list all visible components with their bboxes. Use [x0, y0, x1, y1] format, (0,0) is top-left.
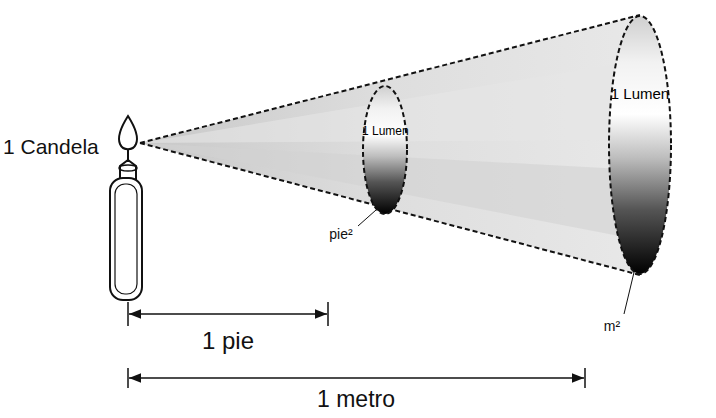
area-ellipse [363, 86, 407, 214]
light-cone [140, 15, 640, 275]
dimension-tick [584, 368, 586, 388]
source-label: 1 Candela [3, 135, 99, 159]
lumen-area: 1 Lumen [362, 85, 408, 215]
dimension-tick [327, 302, 329, 326]
lumen-label: 1 Lumen [362, 124, 408, 138]
wick-holder [119, 165, 137, 171]
area-ellipse [362, 85, 408, 215]
area-ellipse [609, 16, 671, 274]
cone-edge [140, 15, 640, 143]
candle-holder [110, 178, 142, 300]
dimension-tick [127, 302, 129, 326]
area-label: m² [604, 318, 620, 334]
lumen-label: 1 Lumen [608, 85, 672, 102]
dimension-tick [127, 368, 129, 388]
dimension-line [129, 313, 327, 315]
leader-line [358, 210, 376, 226]
candle-flame [119, 116, 137, 149]
area-label: pie² [329, 226, 352, 242]
dimension-label: 1 pie [202, 327, 254, 355]
candle-holder [115, 184, 137, 294]
lumen-area: 1 Lumen [608, 15, 672, 275]
dimension-line [129, 377, 584, 379]
area-ellipse [608, 15, 672, 275]
dimension-label: 1 metro [317, 386, 395, 413]
